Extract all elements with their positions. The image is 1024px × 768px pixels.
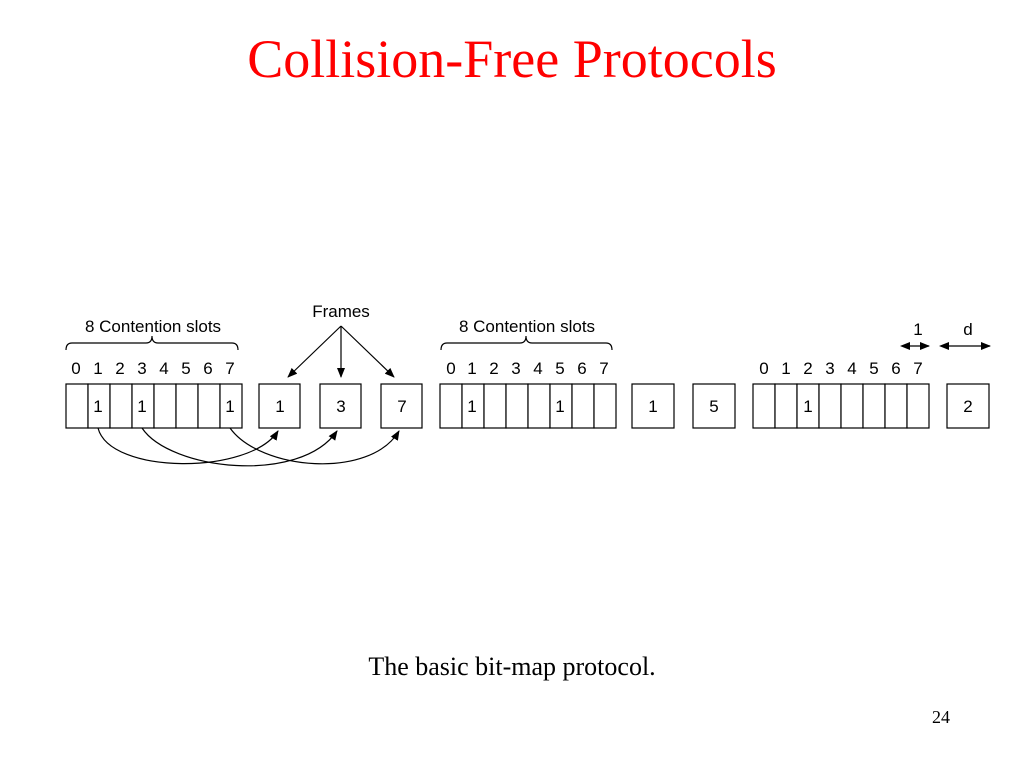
frame-box — [258, 383, 301, 429]
contention-slots-label: 8 Contention slots — [459, 317, 595, 336]
frame-station: 1 — [275, 397, 284, 416]
frames-arrow-1 — [287, 325, 342, 378]
slot-index: 7 — [913, 359, 922, 378]
contention-slot — [818, 383, 842, 429]
contention-slot — [505, 383, 529, 429]
frames-label: Frames — [312, 302, 370, 321]
slot-index: 2 — [489, 359, 498, 378]
slot-index: 3 — [825, 359, 834, 378]
slot-index: 7 — [599, 359, 608, 378]
contention-slot — [571, 383, 595, 429]
frame-station: 3 — [336, 397, 345, 416]
slot-bit: 1 — [137, 397, 146, 416]
contention-slot — [153, 383, 177, 429]
frame-group-3: 2 — [946, 383, 990, 429]
frame-box — [631, 383, 675, 429]
slot-index-row: 0 1 2 3 4 5 6 7 — [71, 359, 234, 378]
slot-index: 1 — [467, 359, 476, 378]
contention-brace — [440, 335, 613, 351]
contention-slot — [439, 383, 463, 429]
contention-slot — [862, 383, 886, 429]
slot-to-frame-arrow — [229, 427, 400, 465]
slot-bit: 1 — [93, 397, 102, 416]
slot-index: 1 — [93, 359, 102, 378]
slot-index: 0 — [71, 359, 80, 378]
slot-index: 5 — [181, 359, 190, 378]
slot-index: 4 — [533, 359, 542, 378]
frame-box — [692, 383, 736, 429]
contention-slot — [527, 383, 551, 429]
frame-station: 7 — [397, 397, 406, 416]
slot-index: 4 — [847, 359, 856, 378]
slot-index: 3 — [137, 359, 146, 378]
slot-index: 6 — [203, 359, 212, 378]
slot-index: 0 — [759, 359, 768, 378]
contention-slot — [593, 383, 617, 429]
slot-bit: 1 — [555, 397, 564, 416]
slot-index: 5 — [869, 359, 878, 378]
slot-index: 3 — [511, 359, 520, 378]
frame-box — [946, 383, 990, 429]
contention-slot — [752, 383, 776, 429]
slide-title: Collision-Free Protocols — [247, 29, 777, 89]
slot-bit: 1 — [467, 397, 476, 416]
slot-bit: 1 — [225, 397, 234, 416]
frame-station: 1 — [648, 397, 657, 416]
slot-index: 4 — [159, 359, 168, 378]
slot-index: 6 — [891, 359, 900, 378]
slot-index-row: 0 1 2 3 4 5 6 7 — [759, 359, 922, 378]
contention-period-3: 1 — [752, 383, 930, 429]
frame-station: 2 — [963, 397, 972, 416]
contention-slot — [906, 383, 930, 429]
slot-to-frame-arrow — [141, 427, 338, 467]
contention-slot — [884, 383, 908, 429]
slot-width-label: 1 — [913, 320, 922, 339]
frames-arrow-7 — [340, 325, 395, 378]
frame-width-label: d — [963, 320, 972, 339]
frame-group-2: 1 5 — [631, 383, 736, 429]
slot-bit: 1 — [803, 397, 812, 416]
contention-slot — [840, 383, 864, 429]
slot-index: 5 — [555, 359, 564, 378]
contention-slot — [175, 383, 199, 429]
slot-to-frame-arrow — [97, 427, 279, 465]
slot-index: 2 — [803, 359, 812, 378]
contention-slot — [197, 383, 221, 429]
slot-index: 6 — [577, 359, 586, 378]
contention-slot — [483, 383, 507, 429]
contention-slot — [65, 383, 89, 429]
contention-slot — [219, 383, 243, 429]
contention-period-1: 1 1 1 — [65, 383, 243, 429]
slot-index: 0 — [446, 359, 455, 378]
slot-index-row: 0 1 2 3 4 5 6 7 — [446, 359, 608, 378]
contention-slots-label: 8 Contention slots — [85, 317, 221, 336]
contention-brace — [65, 335, 239, 351]
page-number: 24 — [932, 707, 950, 727]
figure-caption: The basic bit-map protocol. — [368, 652, 656, 681]
contention-period-2: 1 1 — [439, 383, 617, 429]
frame-group-1: 1 3 7 — [258, 383, 423, 429]
frame-box — [380, 383, 423, 429]
frame-box — [319, 383, 362, 429]
slot-index: 1 — [781, 359, 790, 378]
contention-slot — [774, 383, 798, 429]
contention-slot — [109, 383, 133, 429]
slot-index: 2 — [115, 359, 124, 378]
frame-station: 5 — [709, 397, 718, 416]
slot-index: 7 — [225, 359, 234, 378]
